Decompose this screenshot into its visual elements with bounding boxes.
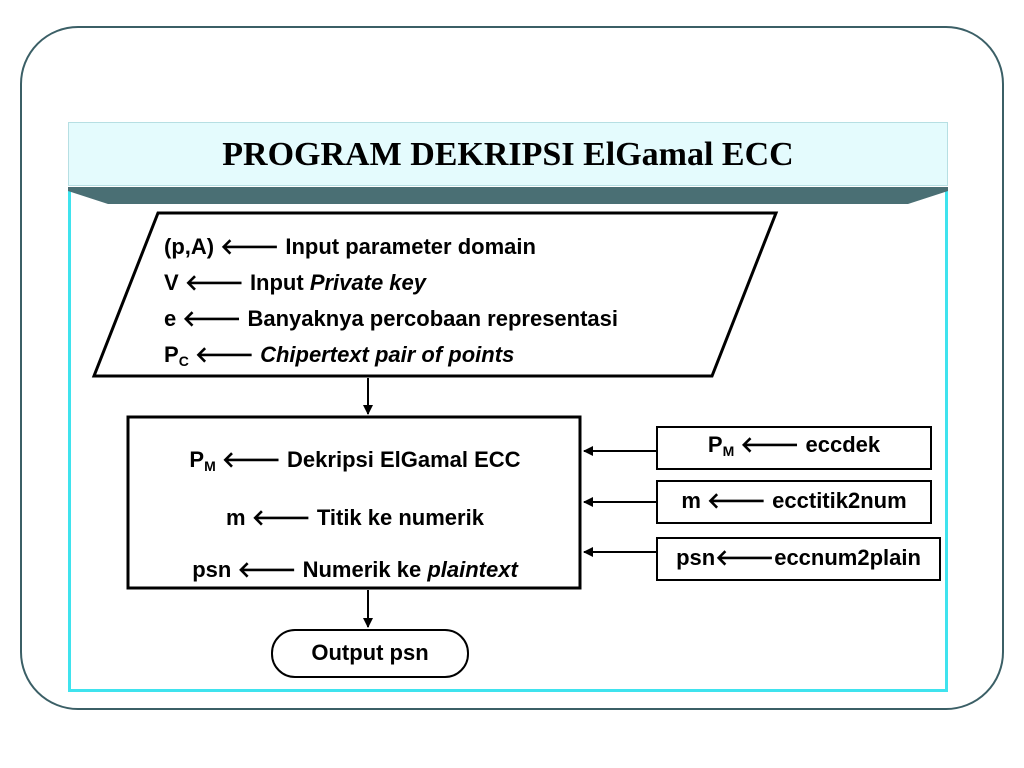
function-box-eccnum2plain: [656, 537, 941, 581]
process-block-text: PM 🡐 Dekripsi ElGamal ECC m 🡐 Titik ke n…: [130, 434, 580, 596]
function-box-ecctitik2num: [656, 480, 932, 524]
output-terminator: [271, 629, 469, 678]
input-line-private-key: V 🡐 Input Private key: [164, 270, 427, 296]
arrow-left-icon: 🡐: [221, 448, 281, 473]
process-line-decrypt: PM 🡐 Dekripsi ElGamal ECC: [189, 447, 521, 474]
process-line-point-to-number: m 🡐 Titik ke numerik: [226, 505, 484, 531]
process-line-number-to-plaintext: psn 🡐 Numerik ke plaintext: [192, 557, 518, 583]
input-block-text: (p,A) 🡐 Input parameter domain V 🡐 Input…: [164, 229, 618, 379]
process-box: [126, 415, 582, 590]
page-title: PROGRAM DEKRIPSI ElGamal ECC: [222, 136, 794, 173]
input-line-ciphertext: PC 🡐 Chipertext pair of points: [164, 342, 515, 369]
arrow-left-icon: 🡐: [194, 343, 254, 368]
output-label: Output psn: [311, 640, 429, 665]
function-box-eccdek: [656, 426, 932, 470]
arrow-left-icon: 🡐: [251, 506, 311, 531]
arrow-left-icon: 🡐: [715, 546, 775, 571]
function-label-ecctitik2num: m 🡐 ecctitik2num: [681, 488, 907, 514]
arrow-left-icon: 🡐: [182, 307, 242, 332]
arrow-left-icon: 🡐: [184, 271, 244, 296]
arrow-left-icon: 🡐: [740, 433, 800, 458]
input-line-domain: (p,A) 🡐 Input parameter domain: [164, 234, 536, 260]
input-line-attempts: e 🡐 Banyaknya percobaan representasi: [164, 306, 619, 332]
function-label-eccnum2plain: psn🡐eccnum2plain: [676, 545, 921, 571]
title-divider-band: [68, 187, 948, 204]
title-bar: PROGRAM DEKRIPSI ElGamal ECC: [68, 122, 948, 186]
arrow-left-icon: 🡐: [237, 558, 297, 583]
arrow-left-icon: 🡐: [220, 235, 280, 260]
input-parallelogram: [91, 211, 779, 378]
function-label-eccdek: PM 🡐 eccdek: [707, 432, 881, 459]
arrow-left-icon: 🡐: [707, 489, 767, 514]
